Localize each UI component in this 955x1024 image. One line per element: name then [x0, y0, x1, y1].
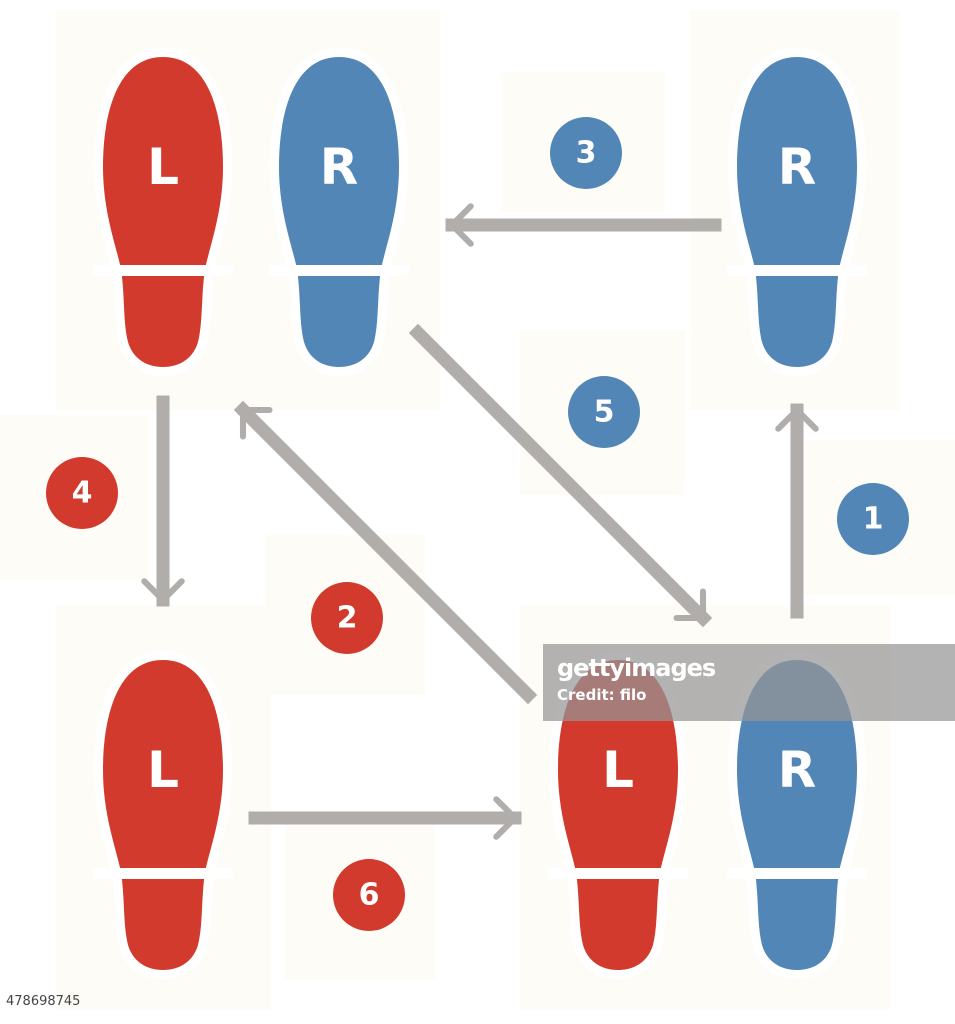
heel-separator: [727, 265, 867, 276]
footprint-top-left-l: L: [93, 57, 233, 367]
step-badges: 1 2 3 4 5 6: [46, 117, 909, 931]
heel-separator: [93, 868, 233, 879]
watermark-credit: Credit: filo: [557, 686, 647, 704]
heel-separator: [548, 868, 688, 879]
step-badge-2: 2: [311, 582, 383, 654]
arrow-step-5: [408, 323, 713, 628]
step-badge-circle: [46, 457, 118, 529]
heel-separator: [93, 265, 233, 276]
step-badge-circle: [333, 859, 405, 931]
step-badge-1: 1: [837, 483, 909, 555]
image-id-label: 478698745: [6, 994, 81, 1009]
step-badge-5: 5: [568, 376, 640, 448]
step-badge-number: 4: [72, 476, 93, 511]
step-badge-number: 3: [576, 136, 597, 171]
step-badge-4: 4: [46, 457, 118, 529]
footprint-bottom-mid-l: L: [548, 660, 688, 970]
footprint-letter: L: [602, 741, 634, 799]
footprint-letter: L: [147, 138, 179, 196]
step-badge-3: 3: [550, 117, 622, 189]
heel-separator: [269, 265, 409, 276]
footprint-top-mid-r: R: [269, 57, 409, 367]
watermark-logo: gettyimages: [557, 654, 716, 682]
step-badge-number: 6: [359, 878, 380, 913]
footprint-letter: L: [147, 741, 179, 799]
heel-separator: [727, 868, 867, 879]
footprint-letter: R: [778, 741, 817, 799]
footprint-bottom-left-l: L: [93, 660, 233, 970]
step-badge-number: 5: [594, 395, 615, 430]
step-badge-circle: [837, 483, 909, 555]
footprint-top-right-r: R: [727, 57, 867, 367]
footprint-letter: R: [320, 138, 359, 196]
step-badge-number: 2: [337, 601, 358, 636]
step-badge-6: 6: [333, 859, 405, 931]
step-badge-circle: [311, 582, 383, 654]
footprints: L R R L L R: [93, 57, 867, 970]
watermark-banner: gettyimages Credit: filo: [543, 644, 955, 721]
arrows: [141, 203, 819, 840]
step-badge-number: 1: [863, 502, 884, 537]
footprint-bottom-right-r: R: [727, 660, 867, 970]
step-badge-circle: [568, 376, 640, 448]
footprint-letter: R: [778, 138, 817, 196]
step-badge-circle: [550, 117, 622, 189]
arrow-step-2: [233, 400, 538, 705]
